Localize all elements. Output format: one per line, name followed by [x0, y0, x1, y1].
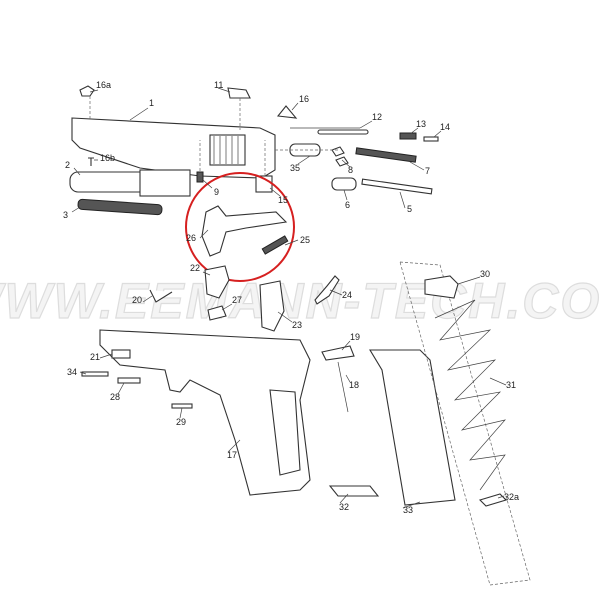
part-19	[321, 345, 355, 361]
part-18	[337, 361, 349, 413]
label-32: 32	[339, 502, 349, 512]
part-trigger-bar	[201, 205, 288, 257]
part-30	[424, 275, 459, 299]
label-24: 24	[342, 290, 352, 300]
label-19: 19	[350, 332, 360, 342]
part-32a	[478, 493, 508, 507]
label-17: 17	[227, 450, 237, 460]
watermark: WWW.EEMANN-TECH.COM	[0, 273, 600, 329]
label-33: 33	[403, 505, 413, 515]
part-barrel	[69, 169, 191, 197]
part-11	[227, 87, 251, 99]
label-3: 3	[63, 210, 68, 220]
part-frame	[99, 329, 311, 496]
label-15: 15	[278, 195, 288, 205]
part-16b	[88, 157, 94, 166]
part-22	[204, 265, 230, 299]
label-20: 20	[132, 295, 142, 305]
label-9: 9	[214, 187, 219, 197]
part-32	[328, 485, 380, 497]
label-16b: 16b	[100, 153, 115, 163]
label-30: 30	[480, 269, 490, 279]
part-slide	[71, 117, 276, 179]
part-7	[355, 147, 417, 163]
part-21	[111, 349, 131, 359]
label-18: 18	[349, 380, 359, 390]
label-2: 2	[65, 160, 70, 170]
label-27: 27	[232, 295, 242, 305]
label-6: 6	[345, 200, 350, 210]
label-29: 29	[176, 417, 186, 427]
label-23: 23	[292, 320, 302, 330]
label-22: 22	[190, 263, 200, 273]
part-9	[196, 171, 204, 183]
part-5	[361, 178, 433, 195]
label-34: 34	[67, 367, 77, 377]
label-12: 12	[372, 112, 382, 122]
part-12	[317, 129, 369, 135]
part-23	[259, 280, 285, 332]
label-32a: 32a	[504, 492, 519, 502]
label-13: 13	[416, 119, 426, 129]
label-7: 7	[425, 166, 430, 176]
label-8: 8	[348, 165, 353, 175]
label-21: 21	[90, 352, 100, 362]
part-27	[207, 305, 227, 321]
label-28: 28	[110, 392, 120, 402]
label-14: 14	[440, 122, 450, 132]
label-26: 26	[186, 233, 196, 243]
label-1: 1	[149, 98, 154, 108]
label-16a: 16a	[96, 80, 111, 90]
highlight-circle	[185, 172, 295, 282]
part-20	[149, 289, 173, 303]
part-6	[331, 177, 357, 191]
part-24	[314, 275, 340, 305]
part-34	[81, 371, 109, 377]
part-magazine	[369, 349, 456, 506]
part-28	[117, 377, 141, 384]
label-31: 31	[506, 380, 516, 390]
part-31	[434, 299, 506, 491]
label-16: 16	[299, 94, 309, 104]
label-5: 5	[407, 204, 412, 214]
part-13	[399, 132, 417, 140]
part-recoil-spring	[77, 198, 163, 216]
label-11: 11	[214, 80, 223, 90]
part-8	[331, 146, 349, 167]
part-16a	[79, 85, 95, 97]
part-25	[261, 235, 289, 255]
part-16	[276, 105, 298, 119]
part-29	[171, 403, 193, 409]
label-35: 35	[290, 163, 300, 173]
part-14	[423, 136, 439, 142]
label-25: 25	[300, 235, 310, 245]
